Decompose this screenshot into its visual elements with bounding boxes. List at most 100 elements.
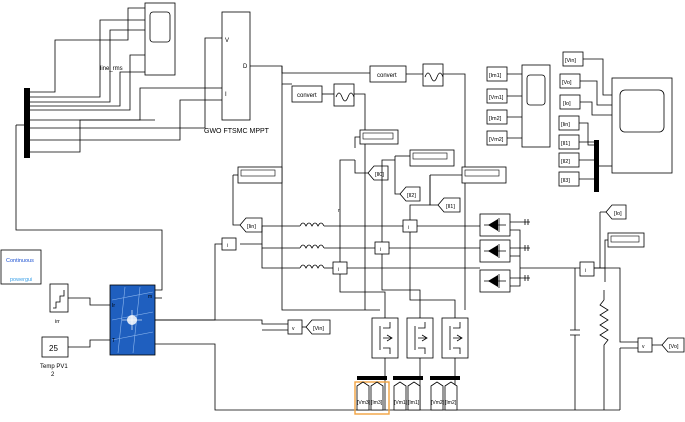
wire bbox=[281, 84, 380, 311]
svg-text:[Vo]: [Vo] bbox=[562, 80, 572, 86]
current-meas-2[interactable] bbox=[374, 241, 390, 255]
wire bbox=[507, 73, 522, 139]
svg-text:[Vm1]: [Vm1] bbox=[394, 400, 408, 406]
inductor-2[interactable] bbox=[299, 244, 325, 249]
from-tag-il1-right[interactable]: [Il1] bbox=[558, 134, 580, 150]
pv-port-m: m bbox=[148, 294, 152, 300]
goto-tag-vm2-bottom[interactable]: [Vm2] bbox=[430, 381, 445, 411]
wire bbox=[30, 37, 222, 129]
goto-tag-vo[interactable]: [Vo] bbox=[661, 337, 685, 353]
powergui-block[interactable] bbox=[0, 249, 42, 285]
wire bbox=[384, 358, 456, 410]
step-signal-icon bbox=[53, 290, 65, 309]
from-tag-im2[interactable]: [Im2] bbox=[486, 109, 508, 125]
meas-glyph: i bbox=[227, 243, 228, 249]
mosfet-1[interactable] bbox=[371, 317, 399, 359]
wire bbox=[155, 319, 288, 331]
pwm-wave-icon bbox=[335, 92, 355, 102]
from-tag-vin-right[interactable]: [Vin] bbox=[562, 51, 584, 67]
wire bbox=[619, 300, 662, 410]
meas-glyph: i bbox=[338, 267, 339, 273]
wire bbox=[381, 254, 421, 318]
current-meas-3[interactable] bbox=[332, 261, 348, 275]
wire bbox=[30, 99, 222, 141]
goto-tag-io[interactable]: [Io] bbox=[605, 204, 627, 220]
goto-tag-vm3[interactable]: [Vm3] bbox=[356, 381, 371, 411]
mosfet-2[interactable] bbox=[406, 317, 434, 359]
arrow-label: r bbox=[338, 208, 340, 214]
pwm-generator-2[interactable] bbox=[422, 63, 444, 87]
svg-text:[Il3]: [Il3] bbox=[561, 178, 570, 184]
demux-bar-2[interactable] bbox=[393, 376, 423, 380]
goto-tag-il0[interactable]: [Il0] bbox=[367, 165, 389, 181]
wire bbox=[354, 93, 366, 310]
wire bbox=[339, 274, 386, 318]
diode-2[interactable] bbox=[479, 239, 511, 263]
voltage-meas[interactable] bbox=[637, 337, 653, 353]
wire bbox=[232, 175, 240, 226]
pwm-generator-1[interactable] bbox=[333, 83, 355, 107]
svg-text:[Il0]: [Il0] bbox=[375, 172, 384, 178]
mppt-block[interactable] bbox=[221, 11, 251, 121]
diode-1[interactable] bbox=[479, 213, 511, 237]
display-window bbox=[610, 235, 640, 243]
pv-array-block[interactable] bbox=[109, 284, 156, 356]
current-meas-1[interactable] bbox=[402, 219, 418, 233]
voltage-meas-in[interactable] bbox=[287, 319, 303, 335]
goto-tag-il1[interactable]: [Il1] bbox=[437, 197, 461, 213]
svg-text:[Vm2]: [Vm2] bbox=[431, 400, 445, 406]
wire bbox=[443, 73, 466, 310]
from-tag-io-right[interactable]: [Io] bbox=[559, 94, 581, 110]
ground-terminal bbox=[510, 219, 530, 225]
from-tag-im1[interactable]: [Im1] bbox=[486, 66, 508, 82]
goto-tag-im1-bottom[interactable]: [Im1] bbox=[407, 381, 421, 411]
inductor-1[interactable] bbox=[299, 222, 325, 227]
wire bbox=[30, 71, 145, 107]
mosfet-3[interactable] bbox=[441, 317, 469, 359]
inductor-3[interactable] bbox=[299, 264, 325, 269]
goto-tag-il2[interactable]: [Il2] bbox=[399, 186, 421, 202]
svg-text:[Vo]: [Vo] bbox=[669, 344, 679, 350]
scope-screen bbox=[526, 74, 546, 106]
line-rms-label: line_rms bbox=[100, 66, 123, 72]
current-meas-in[interactable] bbox=[221, 237, 237, 251]
current-meas-out[interactable] bbox=[579, 261, 595, 277]
temp-value: 25 bbox=[49, 344, 58, 353]
wire bbox=[281, 66, 370, 74]
goto-tag-im3[interactable]: [Im3] bbox=[370, 381, 384, 411]
from-tag-iin-right[interactable]: [Iin] bbox=[558, 115, 580, 131]
svg-text:[Vin]: [Vin] bbox=[565, 58, 576, 64]
wire bbox=[580, 80, 612, 106]
wire bbox=[261, 248, 300, 269]
goto-tag-vin[interactable]: [Vin] bbox=[305, 319, 331, 335]
goto-tag-im2-bottom[interactable]: [Im2] bbox=[444, 381, 458, 411]
convert-label-1: convert bbox=[297, 93, 317, 99]
from-tag-vm1[interactable]: [Vm1] bbox=[486, 88, 508, 104]
irradiance-signal-block[interactable] bbox=[49, 283, 69, 313]
wire bbox=[30, 119, 155, 153]
demux-bar-1[interactable] bbox=[357, 376, 387, 380]
svg-text:[Iin]: [Iin] bbox=[247, 224, 256, 230]
from-tag-vo-right[interactable]: [Vo] bbox=[559, 73, 581, 89]
demux-bar-3[interactable] bbox=[430, 376, 460, 380]
from-tag-vm2[interactable]: [Vm2] bbox=[486, 130, 508, 146]
goto-tag-vm1-bottom[interactable]: [Vm1] bbox=[393, 381, 408, 411]
goto-tag-iin[interactable]: [Iin] bbox=[239, 217, 263, 233]
from-tag-il3-right[interactable]: [Il3] bbox=[558, 171, 580, 187]
mux-bar[interactable] bbox=[594, 140, 599, 192]
resistor[interactable] bbox=[599, 290, 609, 410]
from-tag-il2-right[interactable]: [Il2] bbox=[558, 152, 580, 168]
svg-text:[Io]: [Io] bbox=[563, 101, 571, 107]
irr-label: irr bbox=[55, 319, 60, 325]
wire bbox=[594, 211, 608, 282]
bus-demux-bar[interactable] bbox=[24, 88, 30, 158]
wire bbox=[339, 159, 355, 262]
powergui-label: powergui bbox=[10, 277, 32, 283]
capacitor[interactable] bbox=[570, 268, 580, 410]
convert-label-2: convert bbox=[377, 73, 397, 79]
wire bbox=[30, 7, 145, 93]
wire bbox=[409, 175, 431, 220]
svg-text:[Im1]: [Im1] bbox=[408, 400, 420, 406]
diode-3[interactable] bbox=[479, 269, 511, 293]
display-window bbox=[362, 132, 394, 140]
